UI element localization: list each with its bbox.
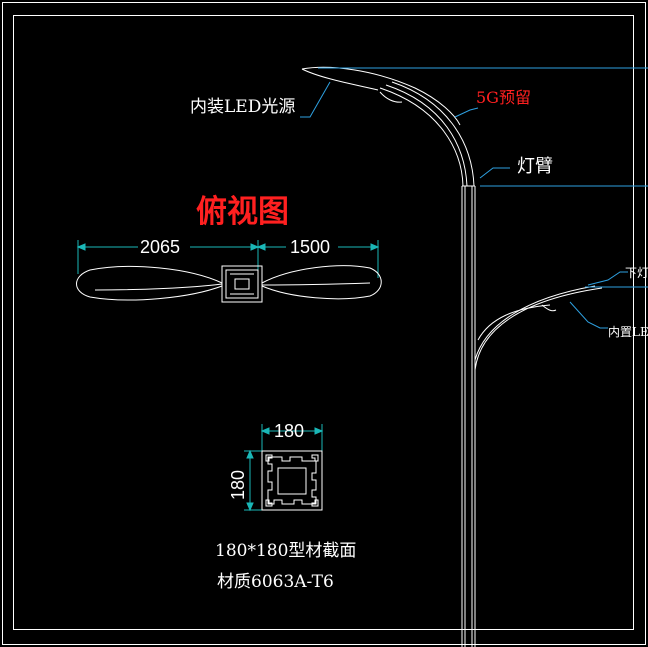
label-5g-reserve: 5G预留 — [476, 88, 531, 107]
leader-lines — [300, 81, 628, 329]
label-lamp-arm: 灯臂 — [517, 156, 553, 177]
label-led-builtin: 内置LED — [608, 325, 648, 339]
dim-left-length: 2065 — [140, 237, 180, 257]
dim-right-length: 1500 — [290, 237, 330, 257]
lower-lamp-arm — [474, 285, 603, 371]
reference-lines — [318, 67, 648, 288]
upper-lamp-arm — [301, 66, 475, 187]
dim-profile-height: 180 — [228, 470, 248, 500]
material-label: 材质6063A-T6 — [217, 572, 334, 592]
dim-profile-width: 180 — [274, 421, 304, 441]
inner-frame — [13, 15, 634, 630]
top-view-dimension — [76, 240, 380, 278]
label-lower-lamp: 下灯 — [625, 266, 648, 280]
label-led-inside: 内装LED光源 — [190, 97, 295, 117]
top-view-title: 俯视图 — [196, 194, 289, 230]
profile-dimension — [244, 424, 324, 512]
top-view-arms — [76, 265, 382, 303]
profile-section — [261, 450, 323, 511]
lamp-pole — [461, 185, 476, 647]
section-title: 180*180型材截面 — [215, 541, 356, 561]
